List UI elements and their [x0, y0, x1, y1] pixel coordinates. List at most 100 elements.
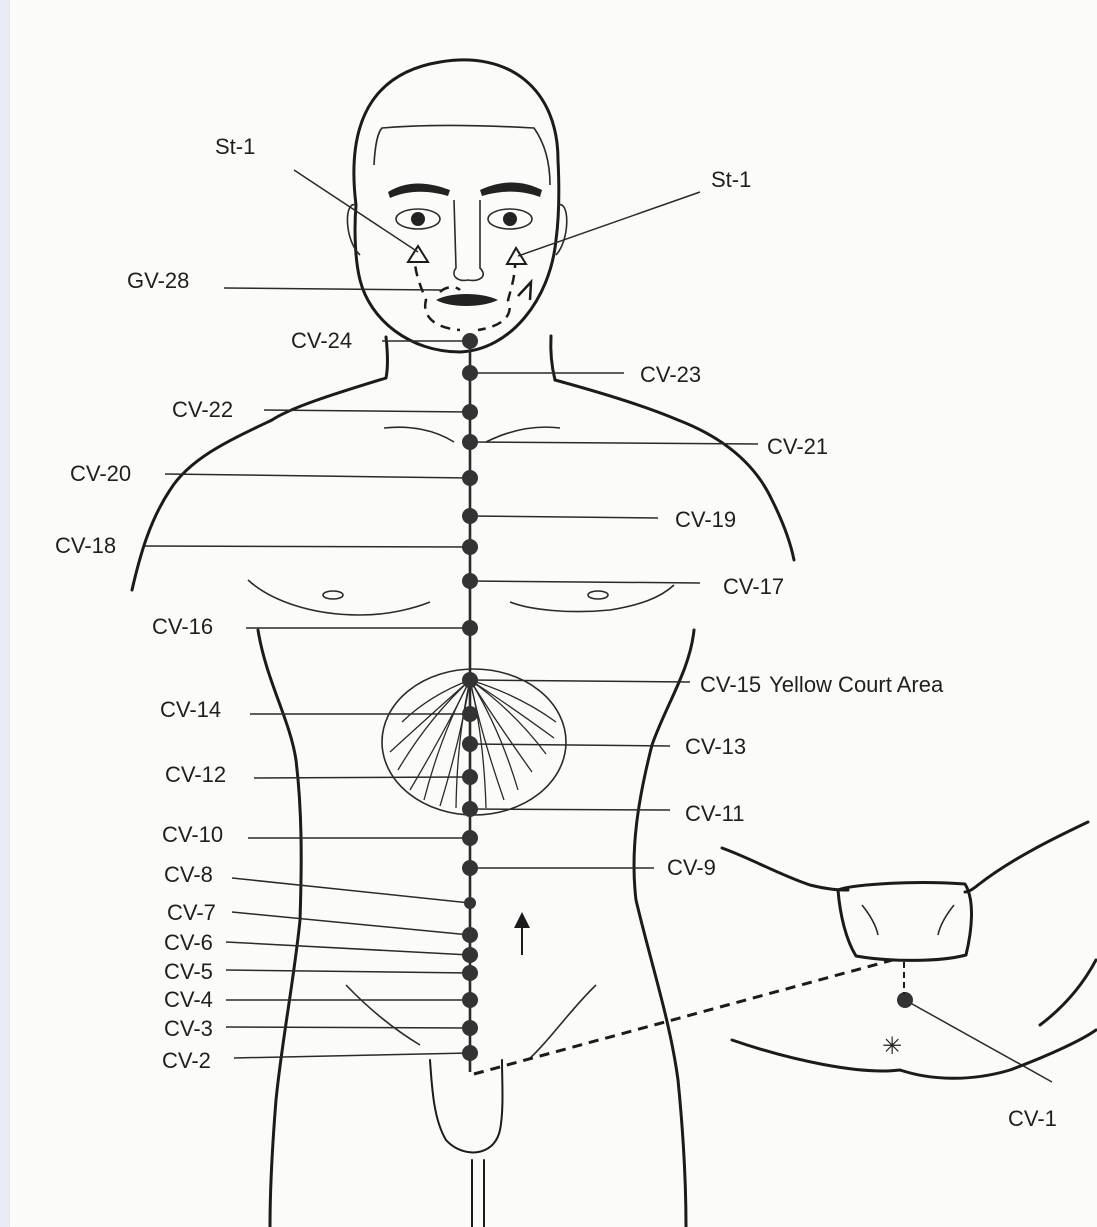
inset-right-thigh — [965, 822, 1088, 892]
cv6-point — [462, 947, 478, 963]
cv4-label: CV-4 — [164, 987, 213, 1012]
cv10-label: CV-10 — [162, 822, 223, 847]
nose — [454, 200, 483, 280]
yellow-court-branch — [398, 680, 470, 770]
cv24-point — [462, 333, 478, 349]
cv6-leader — [226, 942, 470, 955]
cv8-point — [464, 897, 476, 909]
inset-fold-left — [862, 905, 878, 935]
head-outline — [354, 60, 559, 352]
st1-left-label: St-1 — [215, 134, 255, 159]
gv28-label: GV-28 — [127, 268, 189, 293]
cv8-leader — [232, 878, 470, 903]
cv17-leader — [470, 581, 700, 583]
leg-inner — [472, 1160, 484, 1227]
genitals — [430, 1060, 503, 1152]
cv18-point — [462, 539, 478, 555]
cv15-point — [462, 672, 478, 688]
face-channel-mid — [440, 287, 460, 292]
cv19-point — [462, 508, 478, 524]
cv3-leader — [226, 1027, 470, 1028]
yellow-court-label: Yellow Court Area — [769, 672, 944, 697]
cv18-leader — [145, 546, 470, 547]
cv9-point — [462, 860, 478, 876]
cv18-label: CV-18 — [55, 533, 116, 558]
inset-fold-right — [938, 905, 954, 935]
cv5-label: CV-5 — [164, 959, 213, 984]
cv13-label: CV-13 — [685, 734, 746, 759]
cv11-point — [462, 801, 478, 817]
right-shoulder-arm — [555, 380, 794, 560]
left-inguinal-line — [346, 985, 420, 1045]
cv7-label: CV-7 — [167, 900, 216, 925]
cv23-point — [462, 365, 478, 381]
cv3-label: CV-3 — [164, 1016, 213, 1041]
cv20-leader — [165, 474, 470, 478]
right-clavicle — [486, 427, 560, 442]
cv14-label: CV-14 — [160, 697, 221, 722]
cv22-leader — [264, 410, 470, 412]
cv22-label: CV-22 — [172, 397, 233, 422]
face-labels: St-1 St-1 GV-28 — [127, 134, 751, 293]
cv9-label: CV-9 — [667, 855, 716, 880]
cv20-label: CV-20 — [70, 461, 131, 486]
left-torso-side — [258, 630, 301, 1227]
left-pupil — [411, 212, 425, 226]
cv22-point — [462, 404, 478, 420]
cv21-leader — [470, 442, 758, 444]
cv19-label: CV-19 — [675, 507, 736, 532]
cv12-leader — [254, 777, 470, 778]
inset-left-thigh — [722, 848, 848, 890]
right-eyebrow — [480, 183, 542, 198]
cv13-point — [462, 736, 478, 752]
cv24-label: CV-24 — [291, 328, 352, 353]
face-arrow — [518, 282, 531, 300]
cv7-point — [462, 927, 478, 943]
right-pupil — [503, 212, 517, 226]
cv5-leader — [226, 970, 470, 973]
cv2-label: CV-2 — [162, 1048, 211, 1073]
cv21-point — [462, 434, 478, 450]
left-nipple — [323, 591, 343, 599]
cv2-leader — [234, 1053, 470, 1058]
points-layer: CV-24CV-23CV-22CV-21CV-20CV-19CV-18CV-17… — [55, 328, 1057, 1131]
st1-right-arrowhead — [507, 248, 526, 264]
right-torso-side — [634, 630, 694, 1227]
conception-vessel-diagram: CV-24CV-23CV-22CV-21CV-20CV-19CV-18CV-17… — [10, 0, 1097, 1227]
cv3-point — [462, 1020, 478, 1036]
neck-left — [386, 337, 388, 378]
left-clavicle — [384, 427, 454, 442]
cv6-label: CV-6 — [164, 930, 213, 955]
cv12-label: CV-12 — [165, 762, 226, 787]
left-eyebrow — [388, 184, 450, 199]
cv4-point — [462, 992, 478, 1008]
cv21-label: CV-21 — [767, 434, 828, 459]
cv13-leader — [470, 744, 670, 746]
perineum-inset: ✳ — [474, 822, 1096, 1078]
cv20-point — [462, 470, 478, 486]
cv14-point — [462, 706, 478, 722]
cv1-connector-dashed — [474, 958, 900, 1074]
cv1-leader — [905, 1000, 1052, 1082]
cv16-label: CV-16 — [152, 614, 213, 639]
cv19-leader — [470, 516, 658, 518]
cv5-point — [462, 965, 478, 981]
cv16-point — [462, 620, 478, 636]
cv10-point — [462, 830, 478, 846]
cv1-point — [897, 992, 913, 1008]
cv17-point — [462, 573, 478, 589]
yellow-court-branch — [470, 680, 554, 738]
cv11-leader — [470, 809, 670, 810]
flow-arrow-head — [514, 912, 530, 928]
inset-pouch — [838, 883, 972, 961]
face-channel-right — [478, 258, 515, 330]
inset-right-edge — [1040, 960, 1096, 1025]
st1-right-label: St-1 — [711, 167, 751, 192]
cv1-label: CV-1 — [1008, 1106, 1057, 1131]
cv11-label: CV-11 — [685, 801, 745, 826]
anus-marker-icon: ✳ — [882, 1032, 902, 1060]
hairline — [374, 125, 550, 185]
st1-right-leader — [518, 192, 700, 256]
cv15-leader — [470, 680, 690, 682]
